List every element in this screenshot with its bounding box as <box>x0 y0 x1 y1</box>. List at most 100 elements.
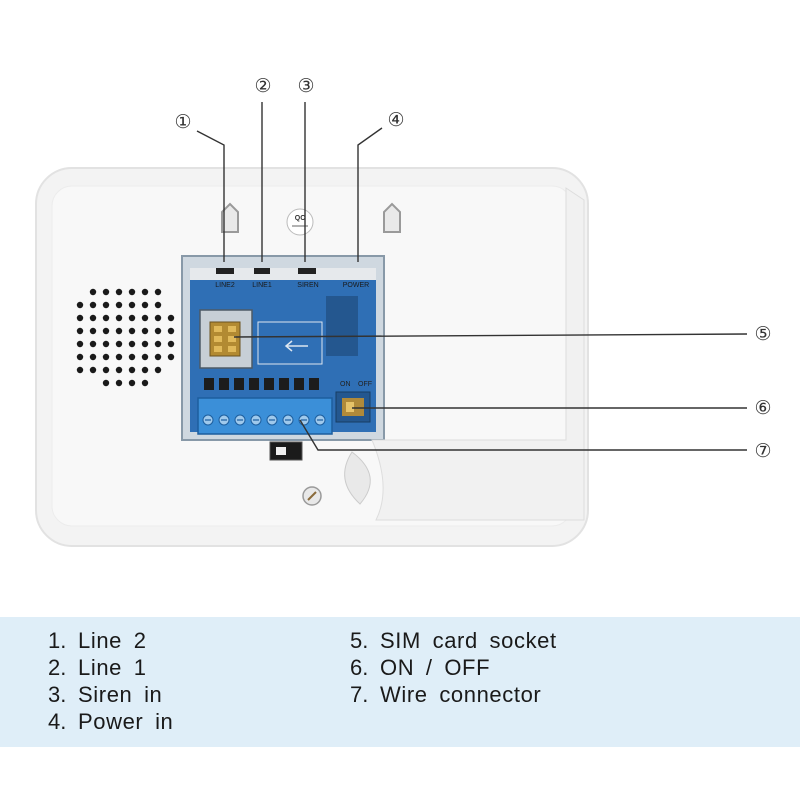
speaker-hole <box>115 301 123 309</box>
speaker-hole <box>76 353 84 361</box>
speaker-hole <box>89 340 97 348</box>
speaker-hole <box>115 288 123 296</box>
speaker-hole <box>76 327 84 335</box>
speaker-hole <box>115 353 123 361</box>
stand-notch <box>344 451 371 505</box>
pcb-label-line2: LINE2 <box>215 282 235 289</box>
smd-component <box>279 378 289 390</box>
speaker-hole <box>154 314 162 322</box>
callout-2: ② <box>254 75 271 97</box>
speaker-hole <box>89 288 97 296</box>
sim-insert-arrow <box>284 340 308 352</box>
speaker-hole <box>115 327 123 335</box>
smd-component <box>309 378 319 390</box>
jack-line1 <box>254 268 270 274</box>
speaker-hole <box>141 288 149 296</box>
speaker-hole <box>167 340 175 348</box>
speaker-hole <box>154 366 162 374</box>
speaker-hole <box>115 314 123 322</box>
legend-item-on-off: 6.ON / OFF <box>350 655 491 680</box>
speaker-hole <box>141 301 149 309</box>
speaker-hole <box>89 327 97 335</box>
callout-6: ⑥ <box>754 397 771 419</box>
speaker-grille <box>76 288 175 387</box>
speaker-hole <box>128 353 136 361</box>
speaker-hole <box>76 314 84 322</box>
speaker-hole <box>128 340 136 348</box>
leader-lines <box>196 102 748 451</box>
legend-item-siren-in: 3.Siren in <box>48 682 163 707</box>
callout-7: ⑦ <box>754 440 771 462</box>
speaker-hole <box>167 327 175 335</box>
speaker-hole <box>141 353 149 361</box>
speaker-hole <box>89 301 97 309</box>
switch-off-label: OFF <box>358 381 372 388</box>
terminal-label-strip <box>190 268 376 280</box>
speaker-hole <box>141 327 149 335</box>
speaker-hole <box>141 379 149 387</box>
wire-connector-screws <box>202 414 326 426</box>
speaker-hole <box>128 301 136 309</box>
speaker-hole <box>128 288 136 296</box>
qc-sticker: QC <box>286 208 314 236</box>
legend-panel: 1.Line 2 2.Line 1 3.Siren in 4.Power in … <box>0 617 800 747</box>
hanging-hook-left <box>221 202 239 233</box>
speaker-hole <box>76 366 84 374</box>
speaker-hole <box>89 353 97 361</box>
callout-4: ④ <box>387 109 404 131</box>
callout-1: ① <box>174 111 191 133</box>
callout-5: ⑤ <box>754 323 771 345</box>
speaker-hole <box>102 314 110 322</box>
device-diagram: QC LINE2 LINE1 SIREN POWER ON OFF <box>35 75 772 547</box>
wire-connector-block <box>197 397 333 435</box>
speaker-hole <box>102 288 110 296</box>
legend-item-line2: 1.Line 2 <box>48 628 147 653</box>
pcb-label-line1: LINE1 <box>252 282 272 289</box>
speaker-hole <box>154 288 162 296</box>
jack-siren <box>298 268 316 274</box>
smd-component <box>294 378 304 390</box>
legend-item-sim-socket: 5.SIM card socket <box>350 628 557 653</box>
power-switch <box>335 391 371 423</box>
pcb-label-power: POWER <box>343 282 369 289</box>
speaker-hole <box>167 314 175 322</box>
speaker-hole <box>167 353 175 361</box>
speaker-hole <box>102 301 110 309</box>
speaker-hole <box>128 327 136 335</box>
legend-item-line1: 2.Line 1 <box>48 655 147 680</box>
component-block <box>326 296 358 356</box>
speaker-hole <box>102 353 110 361</box>
battery-switch-slider <box>276 447 286 455</box>
legend-column-left: 1.Line 2 2.Line 1 3.Siren in 4.Power in <box>48 627 173 735</box>
speaker-hole <box>89 366 97 374</box>
speaker-hole <box>102 379 110 387</box>
legend-item-power-in: 4.Power in <box>48 709 174 734</box>
speaker-hole <box>115 366 123 374</box>
speaker-hole <box>115 379 123 387</box>
speaker-hole <box>128 379 136 387</box>
switch-on-label: ON <box>340 381 351 388</box>
speaker-hole <box>76 301 84 309</box>
component-row <box>204 378 319 390</box>
smd-component <box>204 378 214 390</box>
speaker-hole <box>102 340 110 348</box>
smd-component <box>234 378 244 390</box>
speaker-hole <box>154 327 162 335</box>
smd-component <box>264 378 274 390</box>
speaker-hole <box>89 314 97 322</box>
legend-item-wire-connector: 7.Wire connector <box>350 682 542 707</box>
smd-component <box>249 378 259 390</box>
speaker-hole <box>141 366 149 374</box>
speaker-hole <box>115 340 123 348</box>
hanging-hook-right <box>383 202 401 233</box>
legend-column-right: 5.SIM card socket 6.ON / OFF 7.Wire conn… <box>350 627 557 708</box>
speaker-hole <box>128 314 136 322</box>
pcb-label-siren: SIREN <box>297 282 318 289</box>
speaker-hole <box>102 327 110 335</box>
qc-label: QC <box>295 215 306 222</box>
speaker-hole <box>154 353 162 361</box>
speaker-hole <box>141 340 149 348</box>
jack-line2 <box>216 268 234 274</box>
sim-card-socket <box>199 309 253 369</box>
sim-silkscreen-outline <box>257 321 323 365</box>
